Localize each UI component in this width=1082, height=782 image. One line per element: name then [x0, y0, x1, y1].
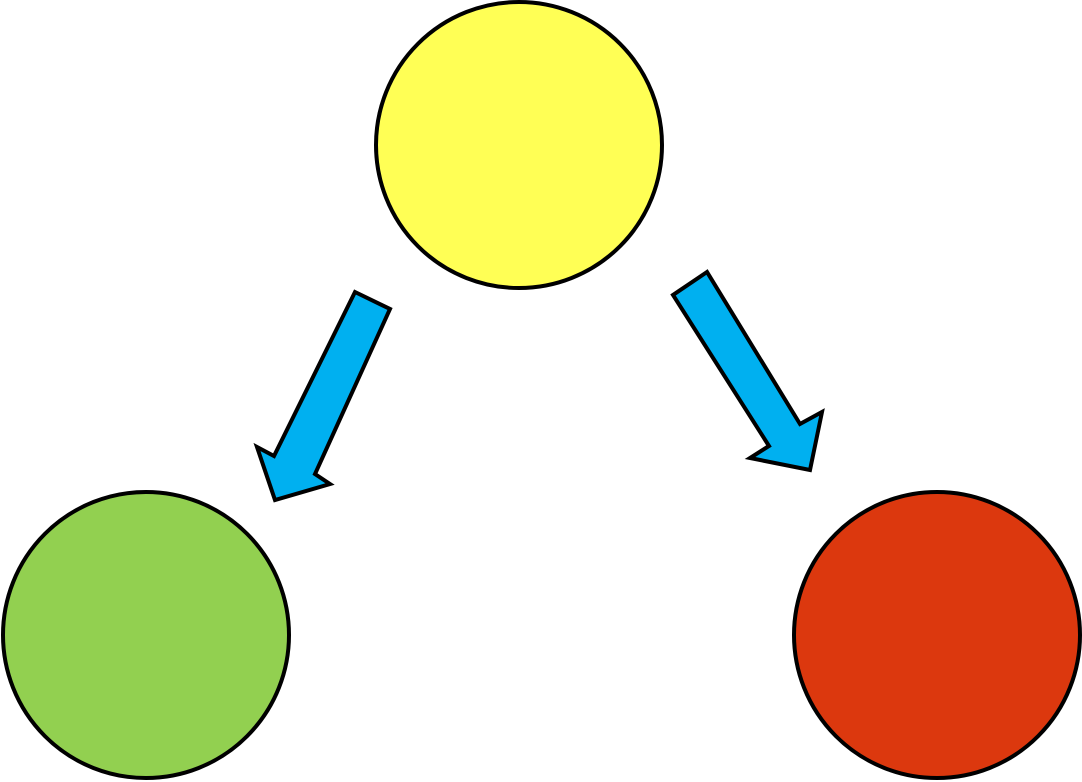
arrow-top-to-bottom-left-icon	[253, 289, 393, 503]
node-top-yellow-circle	[374, 0, 664, 290]
node-bottom-left-green-circle	[1, 490, 291, 780]
node-bottom-right-red-circle	[792, 490, 1082, 780]
arrow-top-to-bottom-right-icon	[670, 269, 825, 473]
